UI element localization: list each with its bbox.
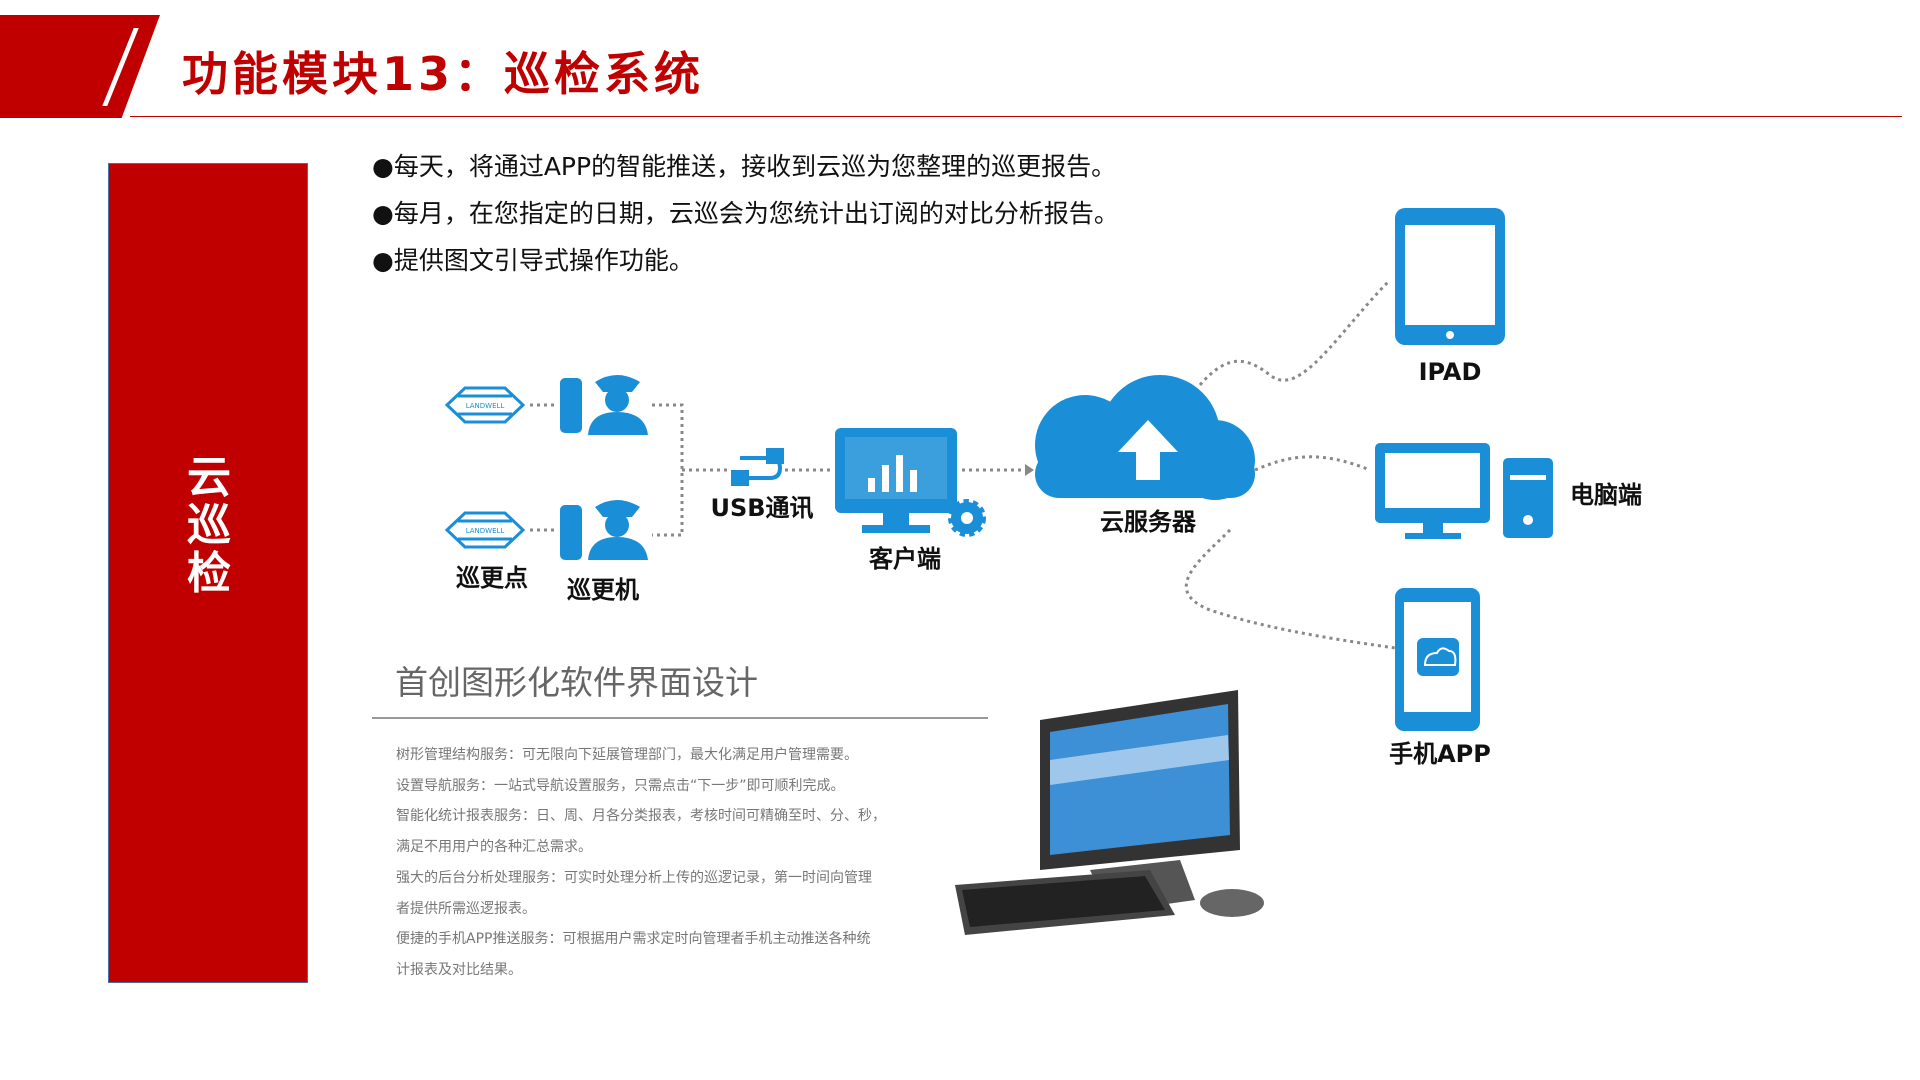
patrol-device-icon — [560, 378, 582, 560]
ipad-icon — [1395, 208, 1505, 345]
feature-bullets: ●每天，将通过APP的智能推送，接收到云巡为您整理的巡更报告。 ●每月，在您指定… — [372, 150, 1119, 291]
logo-text: LANDWELL — [466, 527, 505, 535]
bullet-item: ●每天，将通过APP的智能推送，接收到云巡为您整理的巡更报告。 — [372, 152, 1117, 181]
software-description: 树形管理结构服务：可无限向下延展管理部门，最大化满足用户管理需要。 设置导航服务… — [396, 740, 886, 986]
patrol-device-label: 巡更机 — [567, 576, 639, 604]
connector-lines — [530, 278, 1396, 650]
side-panel-label: 云巡检 — [187, 452, 231, 599]
desc-line: 计报表及对比结果。 — [396, 961, 522, 978]
all-in-one-computer-image — [955, 690, 1264, 935]
usb-label: USB通讯 — [710, 494, 813, 522]
page-title: 功能模块13：巡检系统 — [182, 47, 705, 101]
usb-icon — [731, 448, 784, 486]
section-divider — [372, 717, 988, 719]
bullet-item: ●提供图文引导式操作功能。 — [372, 246, 694, 275]
pc-label: 电脑端 — [1570, 481, 1642, 509]
side-panel: 云巡检 — [108, 163, 308, 983]
pc-icon — [1375, 443, 1553, 539]
desc-line: 树形管理结构服务：可无限向下延展管理部门，最大化满足用户管理需要。 — [396, 747, 858, 763]
title-divider — [130, 116, 1902, 117]
gear-icon — [948, 499, 986, 537]
phone-label: 手机APP — [1389, 740, 1491, 768]
software-section-title: 首创图形化软件界面设计 — [395, 663, 758, 702]
patrol-point-icon — [444, 386, 526, 424]
client-monitor-icon — [835, 428, 957, 533]
patrol-point-icon — [444, 511, 526, 549]
logo-text: LANDWELL — [466, 402, 505, 410]
bullet-item: ●每月，在您指定的日期，云巡会为您统计出订阅的对比分析报告。 — [372, 199, 1119, 228]
desc-line: 便捷的手机APP推送服务：可根据用户需求定时向管理者手机主动推送各种统 — [396, 931, 871, 948]
desc-line: 强大的后台分析处理服务：可实时处理分析上传的巡逻记录，第一时间向管理 — [396, 869, 872, 886]
desc-line: 智能化统计报表服务：日、周、月各分类报表，考核时间可精确至时、分、秒， — [396, 808, 886, 825]
cloud-server-icon — [1035, 375, 1255, 500]
desc-line: 满足不用用户的各种汇总需求。 — [396, 839, 592, 856]
desc-line: 者提供所需巡逻报表。 — [396, 900, 536, 917]
ipad-label: IPAD — [1419, 358, 1482, 386]
guard-icon — [588, 375, 648, 560]
phone-app-icon — [1395, 588, 1480, 731]
client-label: 客户端 — [869, 545, 941, 573]
desc-line: 设置导航服务：一站式导航设置服务，只需点击“下一步”即可顺利完成。 — [396, 777, 845, 794]
patrol-point-label: 巡更点 — [456, 564, 528, 592]
cloud-label: 云服务器 — [1100, 508, 1197, 536]
